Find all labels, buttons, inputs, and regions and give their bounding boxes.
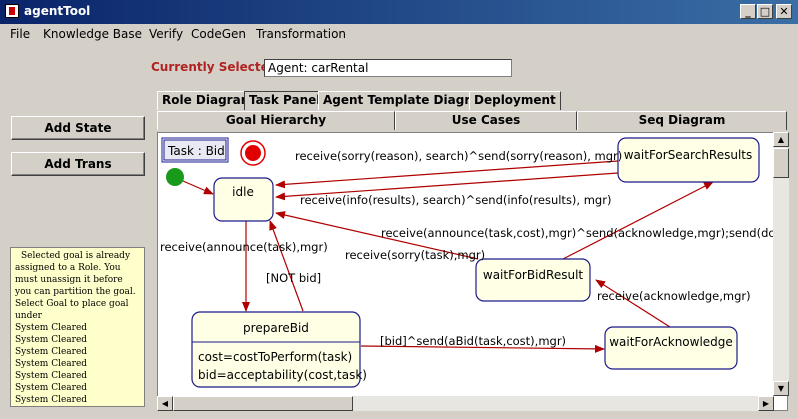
arrow-bidresult-idle <box>275 211 479 260</box>
menu-codegen[interactable]: CodeGen <box>191 27 247 41</box>
subtab-use-cases[interactable]: Use Cases <box>395 111 577 130</box>
state-preparebid-action: cost=costToPerform(task) <box>198 350 352 364</box>
arrow-search-idle-info <box>275 172 619 201</box>
title-bar: agentTool _ □ ✕ <box>0 0 798 24</box>
task-label-box[interactable] <box>161 137 229 163</box>
currently-selected-field[interactable]: Agent: carRental <box>264 59 512 77</box>
scroll-up-icon[interactable]: ▲ <box>773 132 789 147</box>
state-waitforacknowledge-label: waitForAcknowledge <box>609 335 733 349</box>
tab-agent-template-diagram[interactable]: Agent Template Diagram <box>318 91 496 110</box>
transition-label-bid[interactable]: [bid]^send(aBid(task,cost),mgr) <box>380 334 566 348</box>
tab-task-panel[interactable]: Task Panel <box>244 91 326 110</box>
horizontal-scroll-thumb[interactable] <box>173 396 353 411</box>
log-line: Selected goal is already assigned to a R… <box>15 251 136 297</box>
minimize-button[interactable]: _ <box>740 4 756 19</box>
arrow-preparebid-acknowledge <box>360 344 605 353</box>
arrow-acknowledge-bidresult <box>595 279 671 328</box>
transition-label-announce-task[interactable]: receive(announce(task),mgr) <box>160 240 328 254</box>
transition-label-acknowledge[interactable]: receive(acknowledge,mgr) <box>597 289 751 303</box>
vertical-scrollbar[interactable]: ▲ ▼ <box>773 132 789 396</box>
state-waitforacknowledge[interactable]: waitForAcknowledge <box>604 326 738 370</box>
tab-deployment[interactable]: Deployment <box>469 91 561 110</box>
menu-verify[interactable]: Verify <box>149 27 184 41</box>
state-waitforbidresult-label: waitForBidResult <box>483 268 584 282</box>
log-line: System Cleared <box>15 371 88 381</box>
transition-label-sorry-task[interactable]: receive(sorry(task),mgr) <box>345 248 485 262</box>
message-log[interactable]: Selected goal is already assigned to a R… <box>10 247 145 407</box>
state-waitforbidresult[interactable]: waitForBidResult <box>475 258 591 302</box>
diagram-canvas[interactable]: Task : Bid idle prepareBid cost=costToPe… <box>157 132 788 411</box>
menu-file[interactable]: File <box>10 27 31 41</box>
currently-selected-label: Currently Selected <box>151 60 278 74</box>
horizontal-scrollbar[interactable]: ◀ ▶ <box>157 396 774 411</box>
subtab-goal-hierarchy[interactable]: Goal Hierarchy <box>157 111 395 130</box>
menu-knowledge-base[interactable]: Knowledge Base <box>43 27 142 41</box>
state-preparebid-label: prepareBid <box>243 321 309 335</box>
state-waitforsearchresults[interactable]: waitForSearchResults <box>617 137 760 183</box>
arrow-start-idle <box>182 180 214 195</box>
transition-label-announce-cost[interactable]: receive(announce(task,cost),mgr)^send(ac… <box>381 226 788 240</box>
maximize-button[interactable]: □ <box>757 4 773 19</box>
log-line: System Cleared <box>15 395 88 405</box>
scroll-down-icon[interactable]: ▼ <box>773 381 789 396</box>
log-line: System Cleared <box>15 383 88 393</box>
scroll-left-icon[interactable]: ◀ <box>157 396 173 411</box>
add-trans-button[interactable]: Add Trans <box>11 152 145 176</box>
log-line: System Cleared <box>15 347 88 357</box>
menu-transformation[interactable]: Transformation <box>256 27 347 41</box>
log-line: System Cleared <box>15 359 88 369</box>
transition-label-info[interactable]: receive(info(results), search)^send(info… <box>300 193 611 207</box>
transition-label-sorry[interactable]: receive(sorry(reason), search)^send(sorr… <box>295 149 622 163</box>
log-line: Select Goal to place goal under <box>15 299 129 321</box>
state-waitforsearchresults-label: waitForSearchResults <box>624 148 753 162</box>
tab-role-diagram[interactable]: Role Diagram <box>157 91 259 110</box>
window-title: agentTool <box>24 4 91 18</box>
scroll-right-icon[interactable]: ▶ <box>758 396 774 411</box>
transition-label-not-bid[interactable]: [NOT bid] <box>266 271 321 285</box>
state-idle-label: idle <box>232 185 254 199</box>
vertical-scroll-thumb[interactable] <box>773 148 789 178</box>
state-preparebid[interactable]: prepareBid cost=costToPerform(task) bid=… <box>191 311 367 388</box>
end-node[interactable] <box>240 140 266 166</box>
app-icon <box>5 4 19 18</box>
log-line: System Cleared <box>15 323 88 333</box>
close-button[interactable]: ✕ <box>776 4 792 19</box>
menu-bar: File Knowledge Base Verify CodeGen Trans… <box>0 24 798 46</box>
log-line: System Cleared <box>15 335 88 345</box>
arrow-search-idle-sorry <box>275 160 619 189</box>
arrow-preparebid-idle <box>269 220 304 312</box>
task-label: Task : Bid <box>167 144 225 158</box>
subtab-seq-diagram[interactable]: Seq Diagram <box>577 111 787 130</box>
state-idle[interactable]: idle <box>213 177 274 222</box>
state-preparebid-action: bid=acceptability(cost,task) <box>198 368 367 382</box>
add-state-button[interactable]: Add State <box>11 116 145 140</box>
start-node[interactable] <box>166 168 184 186</box>
arrow-bidresult-search <box>562 181 714 260</box>
state-diagram: Task : Bid idle prepareBid cost=costToPe… <box>160 137 788 388</box>
